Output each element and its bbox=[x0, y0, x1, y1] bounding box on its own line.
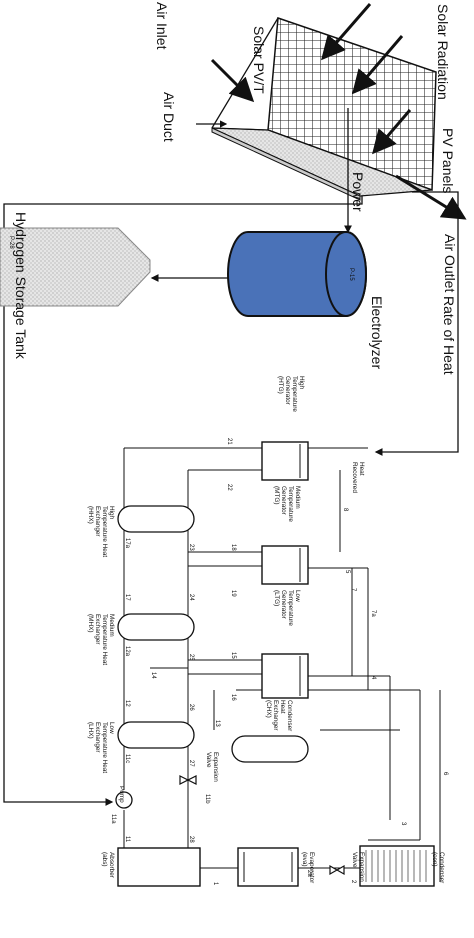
mtg-label: MediumTemperatureGenerator(MTG) bbox=[273, 486, 301, 522]
state-point: 22 bbox=[226, 484, 232, 491]
rate-of-heat-label: Rate of Heat bbox=[441, 296, 457, 375]
pump-power-line bbox=[3, 196, 363, 806]
state-point: 5 bbox=[344, 570, 350, 574]
state-point: 7 bbox=[350, 588, 356, 592]
expansion-valve-2 bbox=[329, 864, 345, 876]
state-point: 27 bbox=[188, 760, 194, 767]
state-point: 11 bbox=[124, 836, 130, 843]
state-point: 26 bbox=[188, 704, 194, 711]
state-point: 11a bbox=[110, 814, 116, 824]
expansion-valve-2-label: ExpansionValve bbox=[351, 852, 365, 882]
chx-capsule bbox=[231, 735, 309, 763]
power-label: Power bbox=[350, 172, 366, 212]
air-inlet-label: Air Inlet bbox=[154, 2, 170, 50]
air-inlet-arrow bbox=[210, 58, 255, 103]
state-point: 23 bbox=[188, 544, 194, 551]
solar-pvt-collector bbox=[211, 16, 437, 201]
pv-panels-label: PV Panels bbox=[440, 128, 456, 193]
absorber bbox=[117, 847, 201, 887]
air-duct-front bbox=[211, 127, 361, 201]
state-point: 17 bbox=[124, 594, 130, 601]
svg-text:P-28: P-28 bbox=[8, 236, 14, 249]
evaporator-label: Evaporator(eva) bbox=[301, 852, 315, 884]
electrolyzer: P-15 bbox=[227, 231, 367, 317]
evaporator bbox=[237, 847, 299, 887]
condenser-label: Condenser(con) bbox=[431, 852, 445, 884]
ltg-vessel bbox=[261, 653, 309, 699]
state-point: 13 bbox=[214, 720, 220, 727]
mhx-capsule bbox=[117, 613, 195, 641]
htg-label: HighTemperatureGenerator(HTG) bbox=[277, 376, 305, 412]
state-point: 14 bbox=[150, 672, 156, 679]
hydrogen-storage-tank-label: Hydrogen Storage Tank bbox=[13, 212, 29, 360]
state-point: 28 bbox=[188, 836, 194, 843]
state-point: 18 bbox=[230, 544, 236, 551]
air-outlet-label: Air Outlet bbox=[442, 234, 458, 292]
electrolyzer-label: Electrolyzer bbox=[369, 296, 385, 369]
hydrogen-storage-tank bbox=[0, 227, 151, 307]
svg-text:P-15: P-15 bbox=[348, 268, 354, 281]
expansion-valve-1-label: ExpansionValve bbox=[205, 752, 219, 782]
state-point: 7a bbox=[370, 610, 376, 617]
solar-pvt-label: Solar PV/T bbox=[251, 26, 267, 94]
ltg-label: LowTemperatureGenerator(LTG) bbox=[273, 590, 301, 626]
state-point: 2a bbox=[306, 870, 312, 877]
state-point: 12 bbox=[124, 700, 130, 707]
condenser bbox=[359, 845, 435, 887]
state-point: 2 bbox=[350, 880, 356, 884]
state-point: 6 bbox=[442, 772, 448, 776]
state-point: 12a bbox=[124, 646, 130, 657]
pump-label: Pump bbox=[118, 786, 125, 803]
pump bbox=[115, 791, 133, 809]
mtg-vessel bbox=[261, 545, 309, 585]
state-point: 24 bbox=[188, 594, 194, 601]
state-point: 17a bbox=[124, 538, 130, 549]
state-point: 11b bbox=[204, 794, 210, 804]
state-point: 4 bbox=[370, 676, 376, 680]
hhx-capsule bbox=[117, 505, 195, 533]
rate-of-heat-line bbox=[374, 191, 459, 456]
mhx-label: MediumTemperature HeatExchanger(MHX) bbox=[87, 614, 115, 665]
air-duct-label: Air Duct bbox=[161, 92, 177, 142]
absorber-label: Absorber(abs) bbox=[101, 852, 115, 879]
lhx-label: LowTemperature HeatExchanger(LHX) bbox=[87, 722, 115, 773]
state-point: 15 bbox=[230, 652, 236, 659]
state-point: 21 bbox=[226, 438, 232, 445]
state-point: 11c bbox=[124, 754, 130, 763]
state-point: 16 bbox=[230, 694, 236, 701]
state-point: 19 bbox=[230, 590, 236, 597]
solar-radiation-arrows bbox=[321, 3, 412, 155]
state-point: 3 bbox=[400, 822, 406, 826]
expansion-valve-1 bbox=[179, 775, 197, 785]
chx-label: CondenserHeatExchanger(CHX) bbox=[265, 700, 293, 732]
state-point: 1 bbox=[212, 882, 218, 886]
htg-vessel bbox=[261, 441, 309, 481]
solar-radiation-label: Solar Radiation bbox=[435, 4, 451, 100]
hhx-label: HighTemperature HeatExchanger(HHX) bbox=[87, 506, 115, 557]
lhx-capsule bbox=[117, 721, 195, 749]
heat-recovered-label: HeatRecovered bbox=[351, 462, 365, 493]
state-point: 8 bbox=[342, 508, 348, 512]
state-points: 21 22 23 18 19 24 17a 17 12a 25 15 14 16… bbox=[110, 438, 448, 886]
air-outlet-arrow bbox=[395, 174, 467, 220]
state-point: 25 bbox=[188, 654, 194, 661]
